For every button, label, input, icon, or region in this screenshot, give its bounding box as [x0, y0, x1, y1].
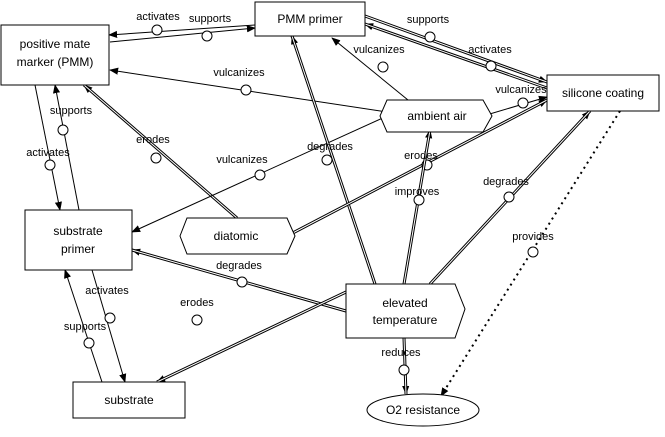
edge-e12 — [290, 35, 377, 285]
edge-label-e15: degrades — [483, 176, 529, 188]
edge-midpoint-e10 — [150, 152, 162, 164]
edge-label-e3: supports — [407, 14, 450, 26]
edge-midpoint-e20 — [83, 337, 95, 349]
node-label-pmm_primer-0: PMM primer — [277, 12, 342, 26]
edge-midpoint-e11 — [254, 169, 266, 181]
node-ambient: ambient air — [379, 99, 493, 133]
edge-label-e19: activates — [85, 285, 129, 297]
edge-e3 — [364, 14, 548, 84]
edge-label-e5: vulcanizes — [353, 44, 405, 56]
edge-e5 — [331, 37, 409, 101]
edge-midpoint-e7 — [517, 97, 529, 109]
edge-midpoint-e4 — [485, 60, 497, 72]
node-label-pmm-0: positive mate — [20, 37, 91, 51]
edge-midpoint-e21 — [398, 364, 410, 376]
edge-e16 — [440, 110, 621, 397]
edge-midpoint-e14 — [413, 194, 425, 206]
edge-e17 — [131, 248, 347, 313]
edge-e15 — [428, 109, 592, 286]
edge-label-e7: vulcanizes — [495, 84, 547, 96]
edge-e6 — [109, 67, 388, 113]
edge-label-e12: degrades — [307, 141, 353, 153]
node-substrate_primer: substrate primer — [24, 209, 133, 271]
node-label-pmm-1: marker (PMM) — [17, 55, 94, 69]
edge-e21 — [398, 337, 410, 395]
node-label-elevated-1: temperature — [373, 313, 438, 327]
edge-label-e17: degrades — [216, 260, 262, 272]
node-elevated: elevated temperature — [345, 283, 466, 339]
edge-midpoint-e16 — [527, 246, 539, 258]
node-label-silicone-0: silicone coating — [562, 86, 644, 100]
node-o2: O2 resistance — [366, 393, 480, 427]
edge-e7 — [482, 95, 548, 117]
edge-label-e1: activates — [136, 11, 180, 23]
edge-label-e16: provides — [512, 231, 554, 243]
node-label-substrate_primer-1: primer — [61, 242, 95, 256]
edge-label-e4: activates — [468, 44, 512, 56]
edge-e20 — [64, 269, 103, 383]
edge-midpoint-e18 — [191, 314, 203, 326]
edge-label-e13: erodes — [404, 150, 438, 162]
edge-e4 — [364, 22, 548, 90]
edge-label-e21: reduces — [381, 347, 421, 359]
edge-midpoint-e19 — [104, 312, 116, 324]
edge-e18 — [156, 290, 347, 384]
node-label-diatomic-0: diatomic — [214, 229, 259, 243]
edge-midpoint-e1 — [151, 24, 163, 36]
edge-midpoint-e12 — [321, 154, 333, 166]
node-label-elevated-0: elevated — [382, 296, 427, 310]
node-label-o2-0: O2 resistance — [386, 403, 460, 417]
edge-e1 — [108, 24, 256, 39]
node-label-substrate-0: substrate — [104, 393, 154, 407]
node-label-substrate_primer-0: substrate — [53, 224, 103, 238]
edge-label-e18: erodes — [180, 297, 214, 309]
edge-label-e2: supports — [189, 13, 232, 25]
edge-midpoint-e5 — [377, 61, 389, 73]
edge-label-e9: activates — [26, 147, 70, 159]
edge-e14 — [402, 129, 433, 285]
edge-e10 — [83, 83, 238, 220]
edge-label-e10: erodes — [136, 134, 170, 146]
node-substrate: substrate — [72, 381, 186, 419]
edge-label-e20: supports — [64, 321, 107, 333]
edge-e9 — [34, 84, 62, 211]
node-diatomic: diatomic — [179, 217, 296, 255]
node-pmm_primer: PMM primer — [254, 1, 366, 37]
node-silicone: silicone coating — [546, 74, 660, 112]
edge-midpoint-e8 — [57, 124, 69, 136]
edge-label-e14: improves — [395, 186, 440, 198]
edge-midpoint-e2 — [201, 30, 213, 42]
edge-e11 — [131, 115, 388, 233]
node-label-ambient-0: ambient air — [407, 109, 466, 123]
edge-e2 — [109, 25, 256, 43]
edge-e8 — [52, 84, 80, 211]
edge-label-e11: vulcanizes — [216, 154, 268, 166]
edge-label-e8: supports — [50, 105, 93, 117]
node-pmm: positive mate marker (PMM) — [0, 24, 110, 86]
edge-midpoint-e3 — [424, 31, 436, 43]
edge-midpoint-e15 — [503, 191, 515, 203]
edge-midpoint-e17 — [236, 276, 248, 288]
edge-e19 — [91, 269, 127, 383]
edge-label-e6: vulcanizes — [213, 67, 265, 79]
edge-midpoint-e9 — [44, 159, 56, 171]
edge-midpoint-e6 — [240, 84, 252, 96]
